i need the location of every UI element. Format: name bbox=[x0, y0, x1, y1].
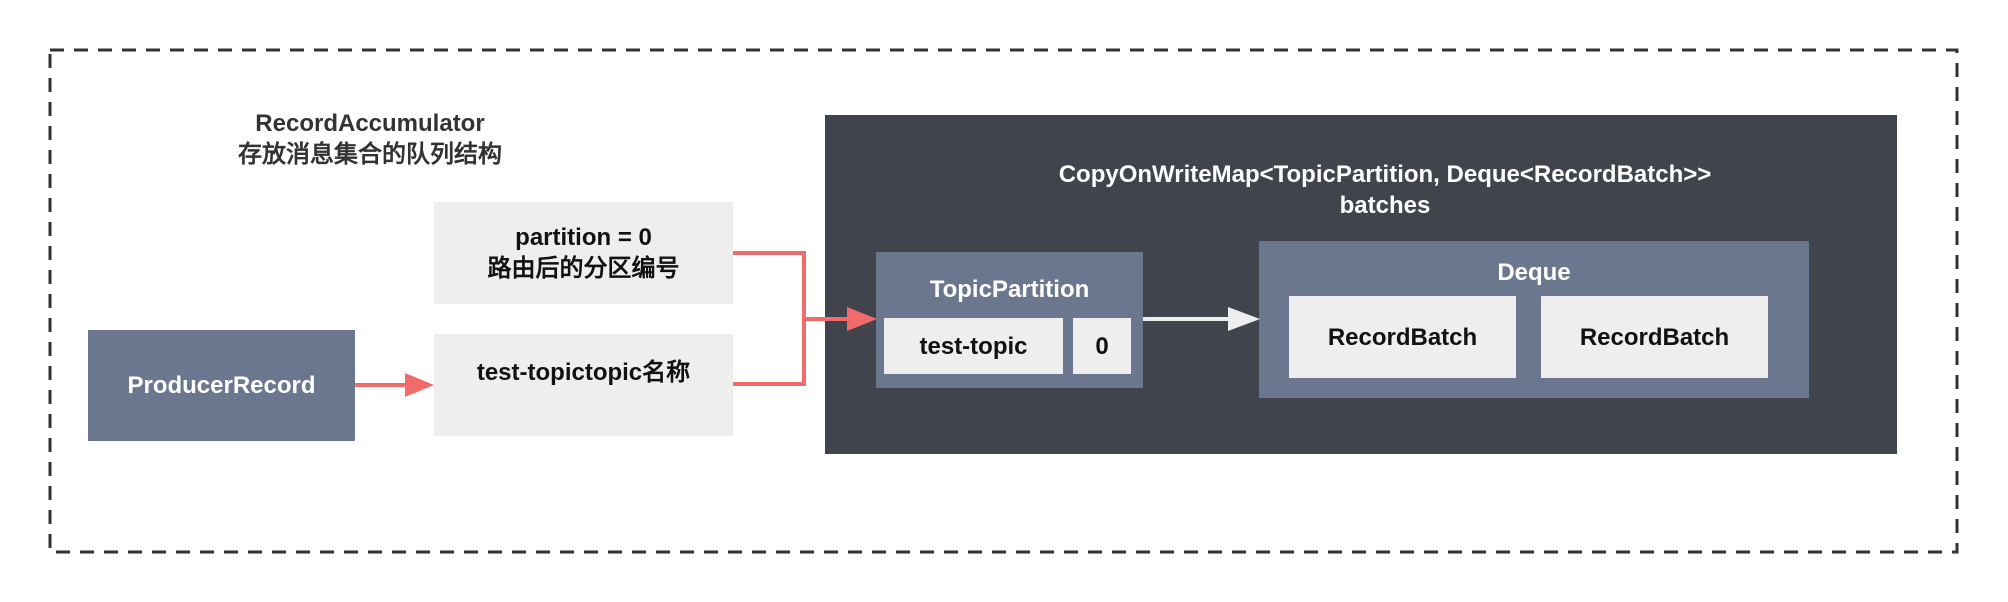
map-title: CopyOnWriteMap<TopicPartition, Deque<Rec… bbox=[825, 159, 1945, 221]
topic-box: test-topictopic名称 bbox=[434, 334, 733, 436]
partition-line1: partition = 0 bbox=[515, 224, 652, 251]
partition-line2: 路由后的分区编号 bbox=[487, 255, 680, 282]
topic-cell: test-topic bbox=[884, 318, 1063, 374]
title-line2: 存放消息集合的队列结构 bbox=[238, 141, 502, 168]
topic-partition-arrowhead bbox=[847, 307, 877, 331]
partition-box: partition = 0 路由后的分区编号 bbox=[434, 202, 733, 304]
deque-box: Deque RecordBatch RecordBatch bbox=[1259, 241, 1809, 398]
record-batch-1: RecordBatch bbox=[1289, 296, 1516, 378]
deque-arrowhead bbox=[1228, 307, 1260, 331]
topic-partition-title: TopicPartition bbox=[929, 276, 1090, 303]
producer-record-box: ProducerRecord bbox=[88, 330, 355, 441]
producer-record-label: ProducerRecord bbox=[127, 372, 316, 399]
map-title-line1: CopyOnWriteMap<TopicPartition, Deque<Rec… bbox=[1058, 161, 1712, 188]
record-batch-label: RecordBatch bbox=[1579, 323, 1730, 351]
record-batch-label: RecordBatch bbox=[1327, 323, 1478, 351]
topic-partition-box: TopicPartition test-topic 0 bbox=[876, 252, 1143, 388]
partition-cell: 0 bbox=[1073, 318, 1131, 374]
topic-label: test-topictopic名称 bbox=[476, 359, 691, 386]
producer-arrowhead bbox=[405, 373, 434, 397]
title-line1: RecordAccumulator bbox=[255, 110, 485, 137]
map-title-line2: batches bbox=[1339, 192, 1431, 219]
partition-connector-line bbox=[733, 251, 806, 386]
partition-cell-label: 0 bbox=[1095, 332, 1109, 360]
topic-cell-label: test-topic bbox=[919, 332, 1028, 360]
deque-title: Deque bbox=[1497, 259, 1571, 286]
accumulator-title: RecordAccumulator 存放消息集合的队列结构 bbox=[170, 108, 570, 170]
record-batch-2: RecordBatch bbox=[1541, 296, 1768, 378]
accumulator-dashed-border bbox=[48, 48, 1959, 554]
